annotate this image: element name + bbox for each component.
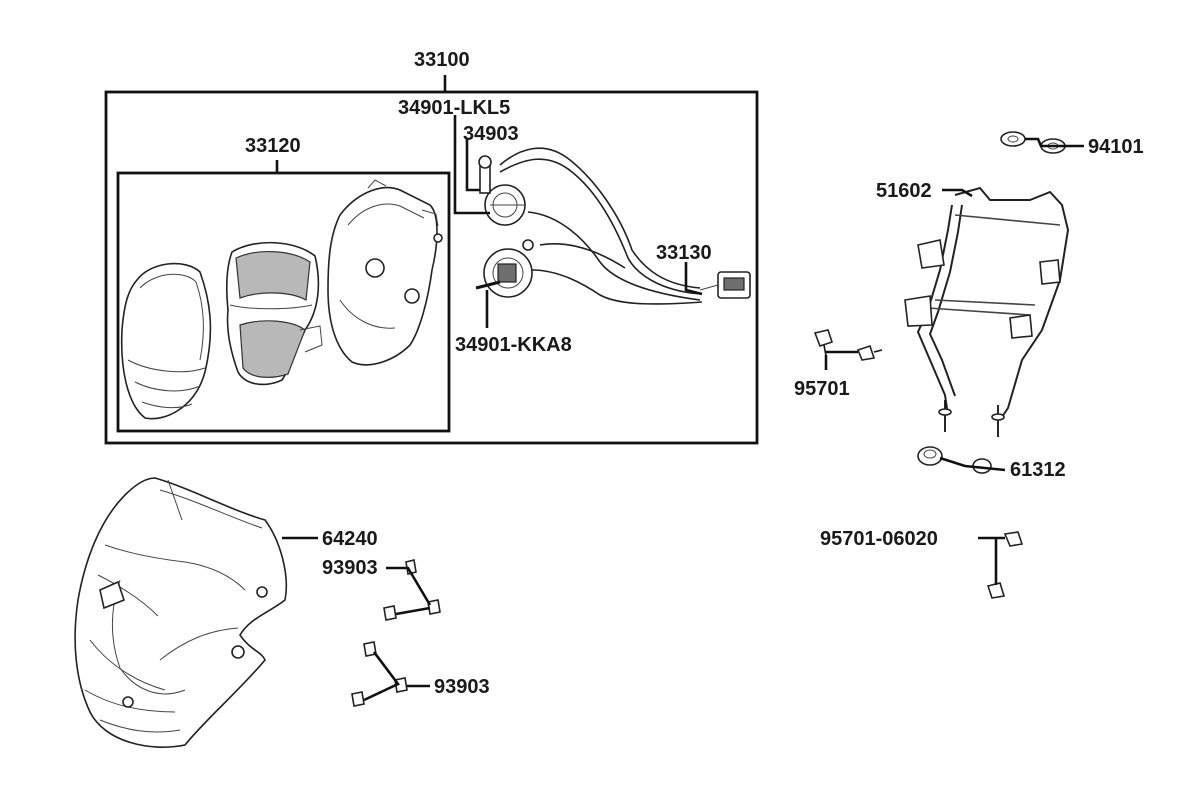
label-33120: 33120	[245, 135, 301, 157]
headlight-housing	[327, 179, 443, 366]
bulb-socket-lower	[475, 239, 534, 298]
bolts-95701-06020	[986, 531, 1024, 599]
screws-93903-upper	[383, 559, 441, 621]
label-61312: 61312	[1010, 459, 1066, 481]
label-33100: 33100	[414, 49, 470, 71]
bulb-socket-upper	[478, 155, 526, 226]
washers-94101	[1000, 131, 1066, 154]
screws-93903-lower	[351, 641, 408, 707]
label-34903: 34903	[463, 123, 519, 145]
bolts-95701	[813, 329, 883, 361]
harness-connector	[699, 271, 751, 299]
label-95701: 95701	[794, 378, 850, 400]
grommet-61312	[917, 446, 992, 474]
headlight-bracket	[904, 186, 1070, 437]
assembly-box-33100	[104, 90, 759, 445]
assembly-box-33120	[116, 171, 451, 433]
label-33130: 33130	[656, 242, 712, 264]
label-94101: 94101	[1088, 136, 1144, 158]
label-64240: 64240	[322, 528, 378, 550]
label-93903-lower: 93903	[434, 676, 490, 698]
wiring-harness	[499, 147, 703, 305]
label-34901-kka8: 34901-KKA8	[455, 334, 572, 356]
reflector-ring	[226, 241, 323, 386]
label-93903-upper: 93903	[322, 557, 378, 579]
label-51602: 51602	[876, 180, 932, 202]
label-95701-06020: 95701-06020	[820, 528, 938, 550]
front-cowl	[74, 477, 288, 748]
label-34901-lkl5: 34901-LKL5	[398, 97, 511, 119]
headlight-lens	[120, 262, 212, 420]
